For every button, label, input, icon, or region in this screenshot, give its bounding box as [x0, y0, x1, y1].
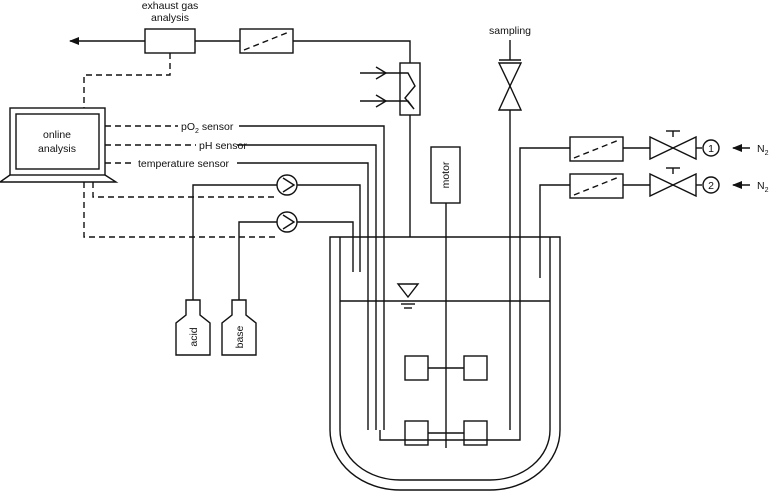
motor-box — [430, 146, 461, 204]
sampling-label: sampling — [489, 25, 531, 37]
online-label-line1: online — [43, 129, 71, 141]
n2-label-1: N2 — [757, 143, 769, 157]
motor-label: motor — [440, 161, 452, 188]
online-label-line2: analysis — [38, 143, 76, 155]
base-bottle — [221, 299, 257, 356]
n2-line-1 — [519, 130, 750, 430]
flowmeter-1-label: 1 — [708, 143, 714, 155]
acid-pump — [192, 174, 361, 300]
impeller-upper — [404, 355, 488, 381]
impeller-lower — [404, 420, 488, 446]
acid-label: acid — [188, 327, 200, 346]
exhaust-label-line1: exhaust gas — [142, 0, 199, 12]
acid-bottle — [175, 299, 211, 356]
sensor-probes — [237, 125, 385, 430]
exhaust-gas-analyzer — [144, 28, 196, 54]
exhaust-condenser — [360, 62, 421, 237]
laptop-computer — [0, 107, 119, 183]
sampling-valve — [497, 40, 523, 430]
exhaust-line — [69, 37, 411, 63]
signal-lines — [83, 53, 275, 238]
n2-label-2: N2 — [757, 180, 769, 194]
flowmeter-2-label: 2 — [708, 180, 714, 192]
n2-line-2 — [539, 167, 750, 278]
temperature-sensor-label: temperature sensor — [138, 158, 230, 170]
base-label: base — [234, 325, 246, 348]
base-pump — [238, 211, 354, 300]
liquid-level-symbol — [396, 283, 420, 309]
exhaust-filter — [239, 28, 294, 54]
ph-sensor-label: pH sensor — [199, 140, 247, 152]
exhaust-label-line2: analysis — [151, 12, 189, 24]
sparger — [379, 430, 521, 441]
bioreactor-vessel — [329, 236, 561, 491]
stirrer-shaft — [428, 203, 464, 448]
po2-sensor-label: pO2 sensor — [181, 121, 234, 135]
